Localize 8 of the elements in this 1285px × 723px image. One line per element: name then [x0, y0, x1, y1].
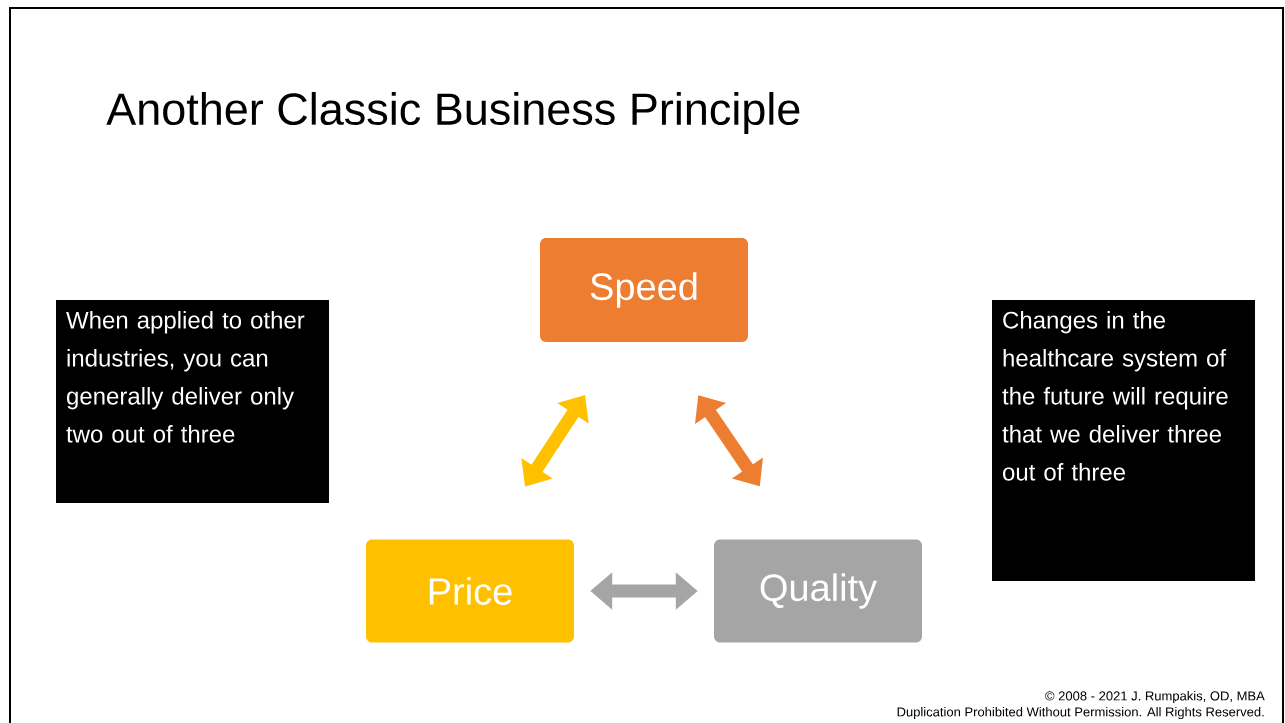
process-box: Price	[366, 539, 574, 643]
title: Another Classic Business Principle	[106, 92, 800, 134]
footer-text: © 2008 - 2021 J. Rumpakis, OD, MBA	[1045, 690, 1265, 704]
note-box: Changes in the healthcare system of the future will require that we deliver three out of three	[992, 300, 1255, 581]
process-box: Quality	[714, 539, 922, 643]
process-box: Speed	[540, 238, 748, 342]
note-box: When applied to other industries, you can generally deliver only two out of three	[56, 300, 329, 503]
footer-text: Duplication Prohibited Without Permission. All Rights Reserved.	[897, 706, 1264, 720]
